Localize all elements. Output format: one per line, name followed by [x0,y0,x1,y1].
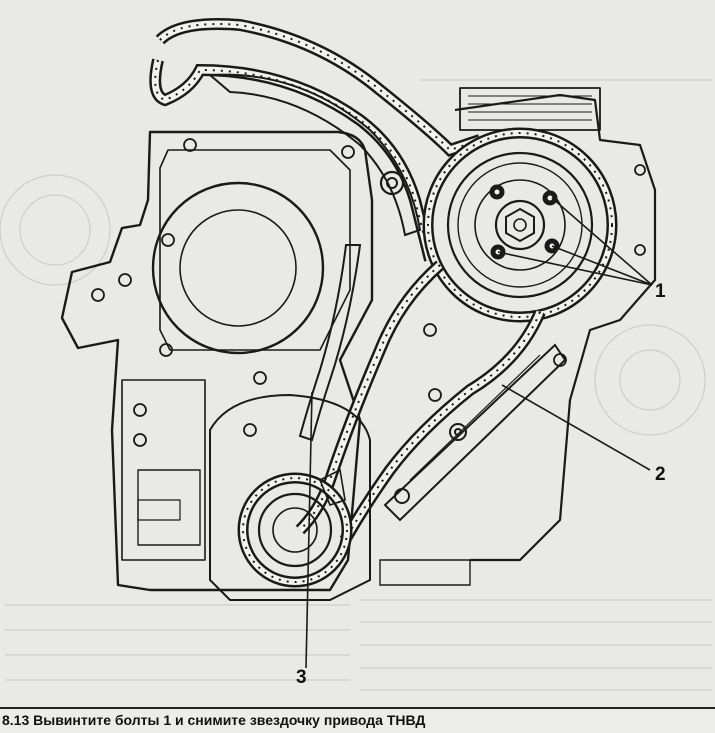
upper-chain-rail [207,73,422,237]
engine-block [60,87,657,592]
lower-timing-chain [295,260,546,543]
lower-tensioner-rail [298,244,362,442]
callout-1: 1 [655,281,666,302]
lower-cover [209,393,471,601]
callout-2: 2 [655,464,666,485]
injection-pump-sprocket [422,127,618,323]
crankshaft-sprocket [237,468,353,588]
mounting-holes [91,138,646,447]
engine-timing-chain-diagram: 1 2 3 [0,18,712,691]
callout-3: 3 [296,667,307,688]
chain-guide [383,343,567,522]
figure-caption: 8.13 Вывинтите болты 1 и снимите звездоч… [0,707,715,733]
background-print-through [0,79,712,691]
upper-timing-chain [149,18,482,262]
leader-lines [305,197,653,669]
